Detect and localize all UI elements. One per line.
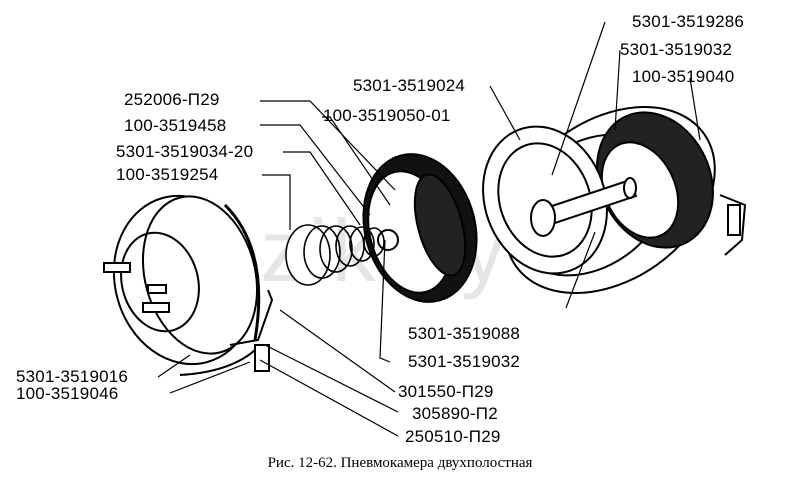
callout-100-3519040: 100-3519040 xyxy=(632,67,735,86)
figure-caption: Рис. 12-62. Пневмокамера двухполостная xyxy=(267,455,533,471)
callout-100-3519254: 100-3519254 xyxy=(116,165,219,184)
callout-252006-p29: 252006-П29 xyxy=(124,90,220,109)
callout-5301-3519088: 5301-3519088 xyxy=(408,324,521,343)
push-rod xyxy=(530,177,638,237)
callout-5301-3519016: 5301-3519016 xyxy=(16,367,129,386)
middle-diaphragm xyxy=(362,153,478,303)
callout-100-3519046: 100-3519046 xyxy=(16,384,119,403)
leader-lines xyxy=(157,21,701,437)
callout-100-3519458: 100-3519458 xyxy=(124,116,227,135)
right-clamp xyxy=(719,194,747,256)
callout-301550-p29: 301550-П29 xyxy=(398,382,494,401)
left-housing xyxy=(112,194,261,366)
callout-100-3519050-01: 100-3519050-01 xyxy=(323,106,451,125)
mounting-studs xyxy=(103,262,170,313)
callout-5301-3519032-bottom: 5301-3519032 xyxy=(408,352,521,371)
callout-5301-3519032-top: 5301-3519032 xyxy=(620,40,733,59)
callout-305890-p2: 305890-П2 xyxy=(412,404,498,423)
return-spring xyxy=(285,224,385,286)
callout-5301-3519024: 5301-3519024 xyxy=(353,76,466,95)
left-clamp xyxy=(179,289,274,376)
callout-5301-3519034-20: 5301-3519034-20 xyxy=(116,142,254,161)
callout-250510-p29: 250510-П29 xyxy=(405,427,501,446)
callout-5301-3519286: 5301-3519286 xyxy=(632,12,745,31)
